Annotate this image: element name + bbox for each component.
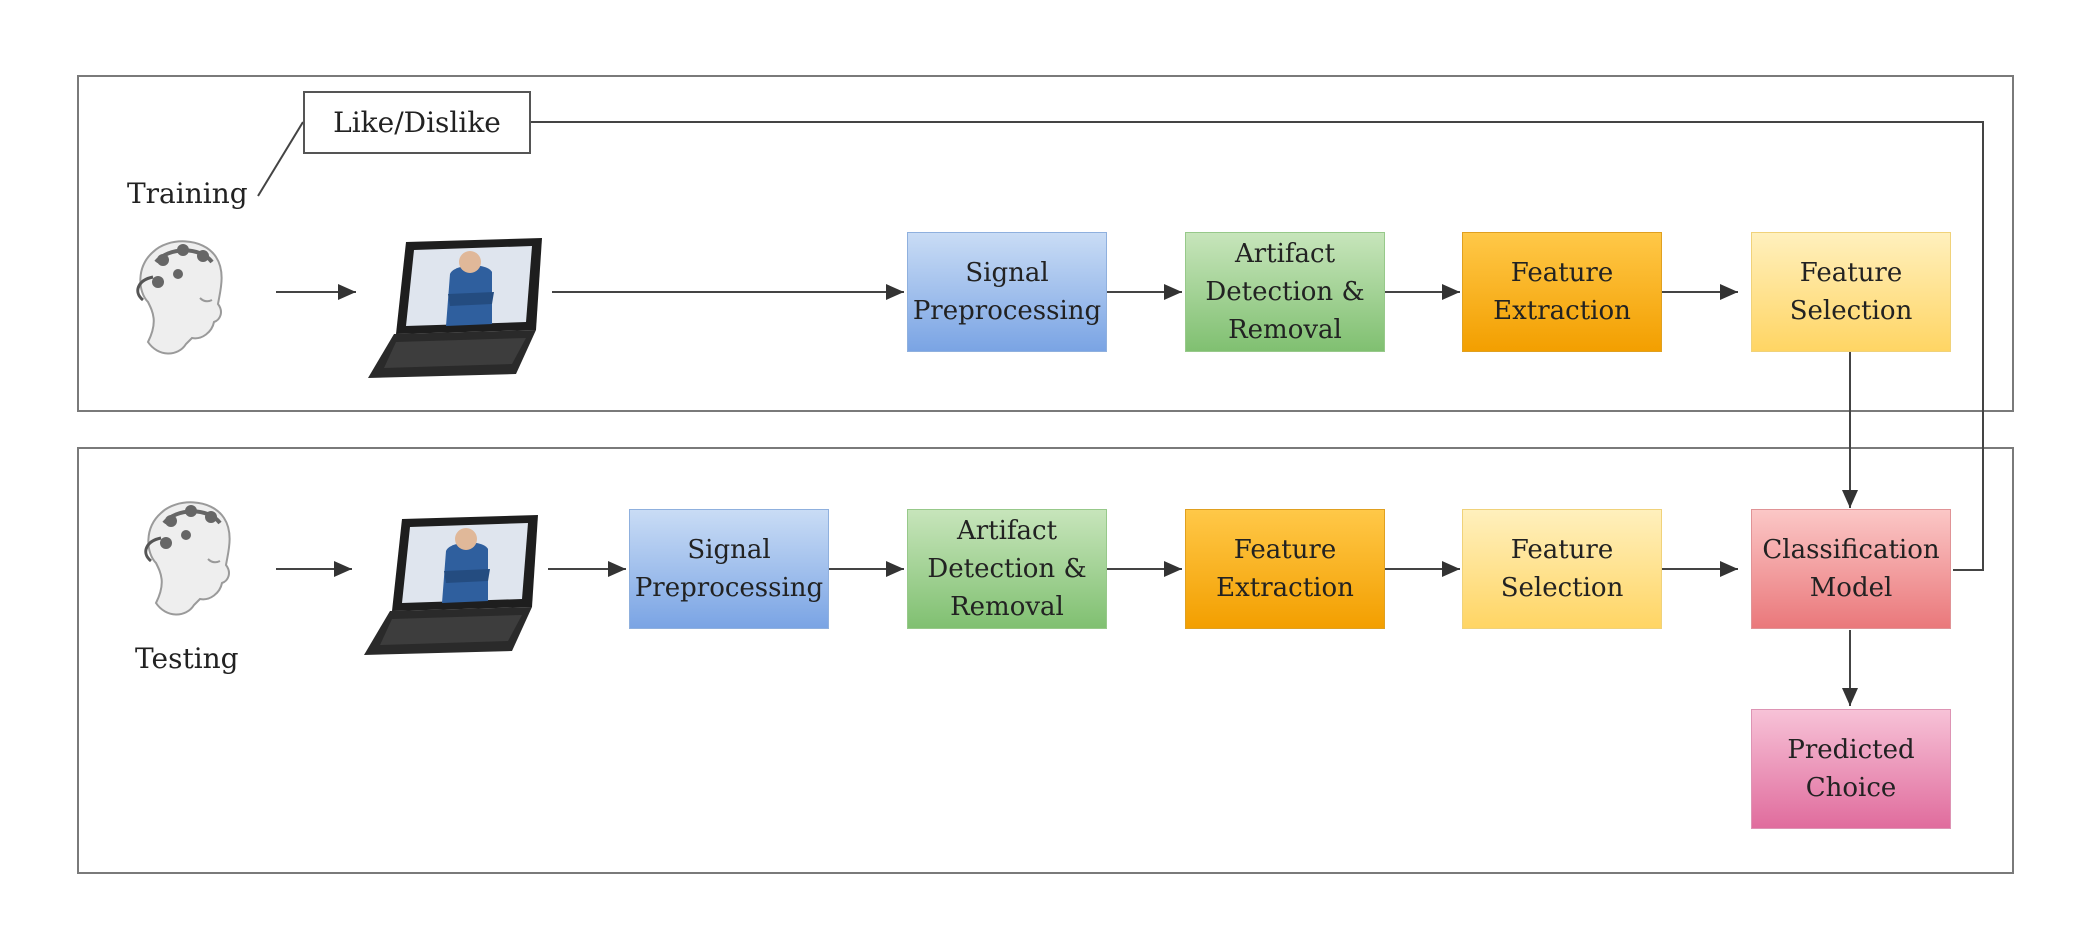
eeg-head-icon — [136, 240, 223, 355]
training-label-pointer — [257, 121, 304, 197]
training-label: Training — [127, 177, 248, 210]
classification-model-box: Classification Model — [1751, 509, 1951, 629]
testing-signal-preprocessing-box: Signal Preprocessing — [629, 509, 829, 629]
testing-feature-selection-box: Feature Selection — [1462, 509, 1662, 629]
training-feature-selection-box: Feature Selection — [1751, 232, 1951, 352]
training-artifact-removal-box: Artifact Detection & Removal — [1185, 232, 1385, 352]
training-signal-preprocessing-box: Signal Preprocessing — [907, 232, 1107, 352]
laptop-video-icon — [368, 238, 542, 378]
testing-feature-extraction-box: Feature Extraction — [1185, 509, 1385, 629]
laptop-video-icon — [364, 515, 538, 655]
feedback-line — [531, 121, 1984, 571]
eeg-head-icon — [144, 501, 231, 616]
testing-label: Testing — [135, 642, 239, 675]
like-dislike-box: Like/Dislike — [303, 91, 531, 154]
testing-artifact-removal-box: Artifact Detection & Removal — [907, 509, 1107, 629]
training-feature-extraction-box: Feature Extraction — [1462, 232, 1662, 352]
predicted-choice-box: Predicted Choice — [1751, 709, 1951, 829]
